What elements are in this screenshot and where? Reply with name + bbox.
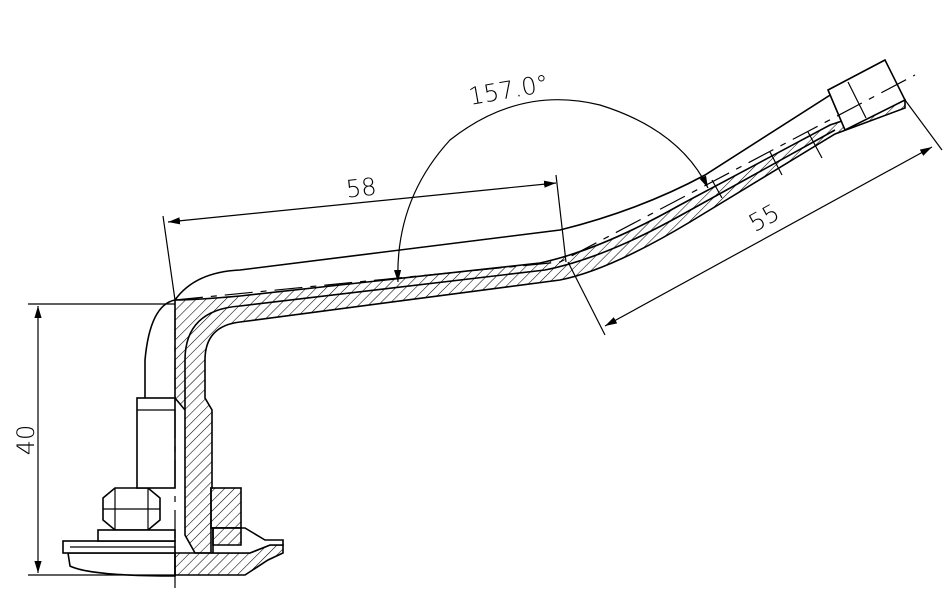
stem-section [174,98,906,554]
dimension-length-top: 55 [567,99,943,336]
height-label: 40 [12,425,40,456]
base-flange [62,487,176,577]
dimension-height: 40 [12,303,175,576]
dimension-angle: 157.0° [393,69,709,283]
length-bottom-label: 58 [345,173,378,204]
angle-label: 157.0° [466,69,550,111]
